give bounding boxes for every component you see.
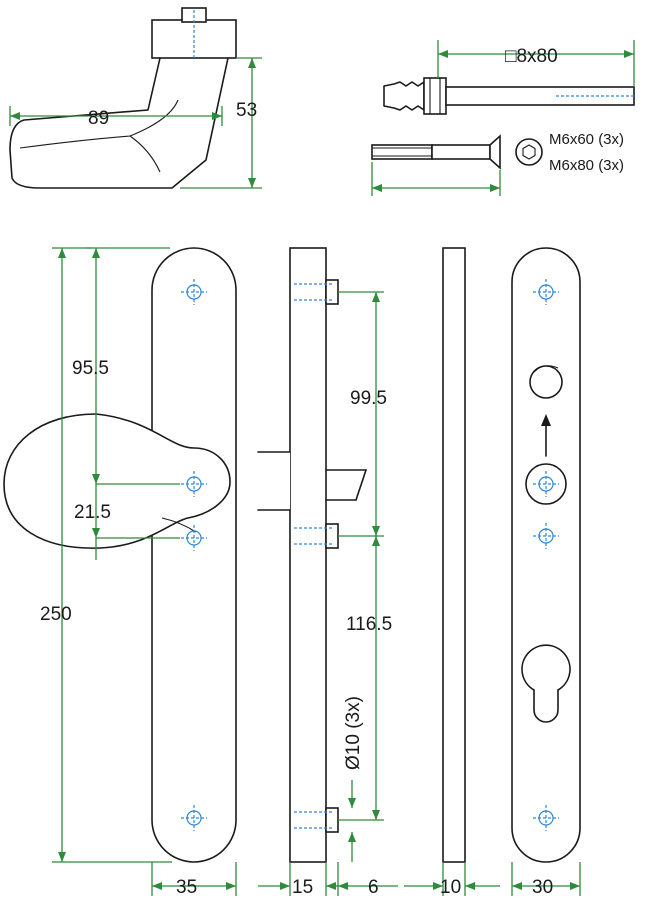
dim-knob-offset-label: 95.5 xyxy=(72,358,109,379)
lever-handle-drawing xyxy=(9,7,237,189)
dim-spindle-to-bottom-hole: 116.5 xyxy=(338,536,392,821)
dim-lever-length-label: 89 xyxy=(88,108,109,129)
dim-back-thickness-label: 10 xyxy=(440,877,461,898)
dim-plate-width-label: 35 xyxy=(176,877,197,898)
dim-boss-diameter: Ø10 (3x) xyxy=(343,696,364,862)
dim-spindle-to-bottom-hole-label: 116.5 xyxy=(346,614,392,635)
dim-knob-hole-gap-label: 21.5 xyxy=(74,502,111,523)
screw-drawing xyxy=(371,134,543,170)
dim-lever-height: 53 xyxy=(180,57,262,189)
dim-boss-length: 6 xyxy=(337,862,398,898)
dim-hole-top-to-spindle-label: 99.5 xyxy=(350,388,387,409)
dim-spindle: □8x80 xyxy=(437,40,635,87)
back-plate-side-drawing xyxy=(442,247,466,863)
dim-plate-height-label: 250 xyxy=(40,604,72,625)
dim-boss-diameter-label: Ø10 (3x) xyxy=(343,696,364,770)
dim-back-width: 30 xyxy=(511,862,581,898)
dim-plate-width: 35 xyxy=(151,862,237,898)
dim-knob-hole-gap: 21.5 xyxy=(74,484,180,560)
dim-knob-offset: 95.5 xyxy=(72,247,180,485)
dim-boss-length-label: 6 xyxy=(368,877,379,898)
screw-label-a: M6x60 (3x) xyxy=(549,131,624,148)
dim-back-width-label: 30 xyxy=(532,877,553,898)
dim-hole-top-to-spindle: 99.5 xyxy=(338,291,387,537)
screw-label-b: M6x80 (3x) xyxy=(549,157,624,174)
back-plate-front-drawing xyxy=(511,247,581,863)
dim-plate-thickness: 15 xyxy=(258,862,338,898)
spindle-drawing xyxy=(383,77,635,115)
dim-screw-length xyxy=(371,162,501,196)
dim-lever-length: 89 xyxy=(9,106,223,129)
side-view-drawing xyxy=(257,247,367,863)
dim-spindle-label: □8x80 xyxy=(505,46,558,67)
dim-plate-thickness-label: 15 xyxy=(292,877,313,898)
dim-lever-height-label: 53 xyxy=(236,100,257,121)
dim-back-thickness: 10 xyxy=(404,862,500,898)
front-plate-drawing xyxy=(3,247,237,863)
